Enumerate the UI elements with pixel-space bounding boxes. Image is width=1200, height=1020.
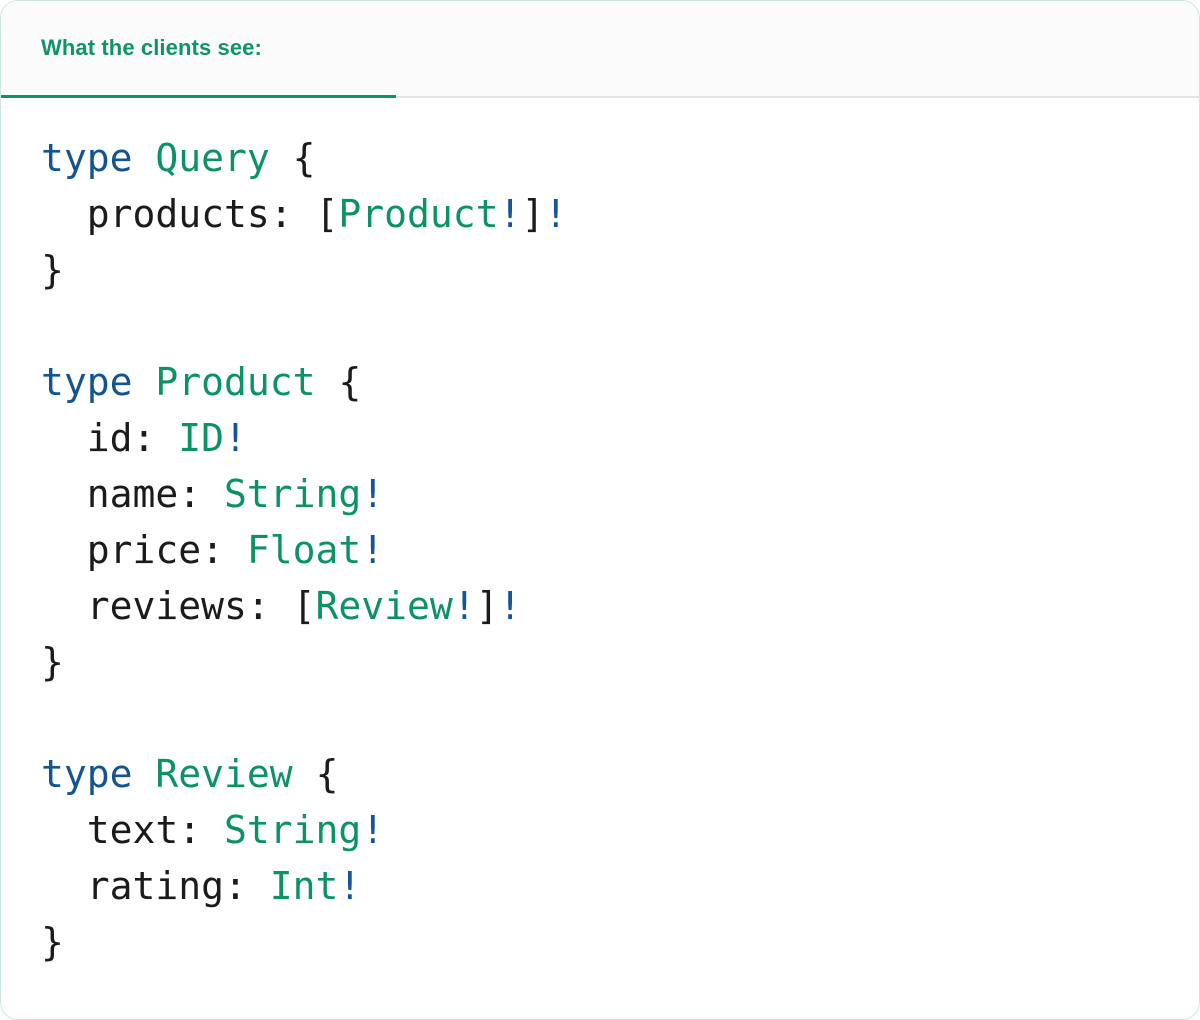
code-line: products: [Product!]! — [41, 186, 1199, 242]
code-token: } — [41, 248, 64, 292]
code-token: Product — [155, 360, 316, 404]
code-token — [133, 752, 156, 796]
code-token: rating: — [41, 864, 270, 908]
tab-bar: What the clients see: — [1, 1, 1199, 98]
code-token: Query — [155, 136, 270, 180]
code-token: String — [224, 808, 362, 852]
code-token: price: — [41, 528, 247, 572]
code-line: id: ID! — [41, 410, 1199, 466]
code-token: Review — [155, 752, 293, 796]
code-token: } — [41, 920, 64, 964]
code-token: type — [41, 136, 133, 180]
code-line: } — [41, 914, 1199, 970]
code-token: ! — [544, 192, 568, 236]
code-token: { — [269, 136, 316, 180]
code-line — [41, 690, 1199, 746]
tab-label: What the clients see: — [41, 35, 262, 60]
code-token: ! — [361, 472, 385, 516]
code-token: name: — [41, 472, 225, 516]
code-token: type — [41, 752, 133, 796]
code-token: String — [224, 472, 362, 516]
code-line: rating: Int! — [41, 858, 1199, 914]
code-token: ! — [338, 864, 362, 908]
code-token: Int — [269, 864, 339, 908]
code-token: ! — [498, 192, 522, 236]
code-token: ! — [498, 584, 522, 628]
code-line: price: Float! — [41, 522, 1199, 578]
code-token: ID — [178, 416, 225, 460]
code-token — [133, 360, 156, 404]
tab-what-the-clients-see[interactable]: What the clients see: — [1, 1, 396, 98]
code-viewer: type Query { products: [Product!]!} type… — [1, 98, 1199, 1019]
code-token: Float — [246, 528, 362, 572]
code-line: type Query { — [41, 130, 1199, 186]
code-token: id: — [41, 416, 179, 460]
code-token: products: [ — [41, 192, 339, 236]
code-token: { — [315, 360, 362, 404]
code-token: ] — [475, 584, 499, 628]
code-token: text: — [41, 808, 225, 852]
code-token: ! — [224, 416, 247, 460]
code-token: ! — [361, 808, 385, 852]
code-token — [133, 136, 156, 180]
code-token: type — [41, 360, 133, 404]
code-line — [41, 298, 1199, 354]
code-line: type Product { — [41, 354, 1199, 410]
code-line: type Review { — [41, 746, 1199, 802]
code-line: } — [41, 242, 1199, 298]
graphql-schema-code: type Query { products: [Product!]!} type… — [41, 130, 1199, 970]
code-token: Review — [315, 584, 453, 628]
code-token: ] — [521, 192, 545, 236]
code-line: name: String! — [41, 466, 1199, 522]
code-token: Product — [338, 192, 499, 236]
code-token: ! — [361, 528, 385, 572]
code-token: } — [41, 640, 64, 684]
code-token: reviews: [ — [41, 584, 316, 628]
code-token: ! — [452, 584, 476, 628]
code-line: text: String! — [41, 802, 1199, 858]
code-token: { — [292, 752, 339, 796]
code-line: } — [41, 634, 1199, 690]
code-line: reviews: [Review!]! — [41, 578, 1199, 634]
